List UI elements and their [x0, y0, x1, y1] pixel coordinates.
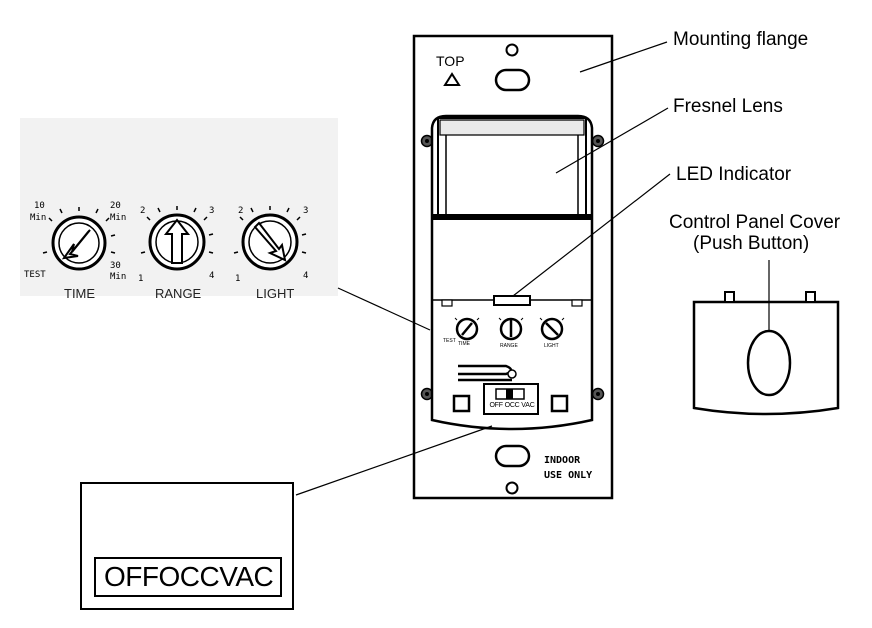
- time-tick-min-left: Min: [30, 213, 47, 223]
- device-dial-range: [499, 317, 523, 341]
- zoom-dial-light: [233, 206, 307, 271]
- leader-lines: [295, 41, 770, 496]
- zoom-range-label: RANGE: [155, 286, 202, 301]
- top-arrow-icon: [443, 72, 461, 86]
- range-tick-1: 1: [138, 274, 144, 284]
- sensor-body: [430, 114, 594, 431]
- range-tick-2: 2: [140, 206, 146, 216]
- switch-occ-label: OCC: [158, 561, 220, 592]
- mounting-screws: [420, 134, 605, 401]
- time-tick-min-bottom: Min: [110, 272, 127, 282]
- device-time-label: TIME: [458, 341, 470, 347]
- time-tick-20: 20: [110, 201, 121, 211]
- push-button-slot: [458, 364, 517, 382]
- control-panel-cover: [692, 291, 840, 416]
- zoom-dial-range: [140, 206, 214, 271]
- device-switch-area: [452, 383, 569, 415]
- light-tick-3: 3: [303, 206, 309, 216]
- led-indicator-label: LED Indicator: [676, 164, 792, 185]
- device-light-label: LIGHT: [544, 343, 559, 349]
- switch-zoom-panel: OFF OCC VAC: [80, 482, 294, 610]
- top-label: TOP: [436, 53, 465, 69]
- zoom-dial-time: [42, 207, 116, 271]
- device-dial-light: [540, 317, 564, 341]
- device-switch-positions: OFF OCC VAC: [489, 402, 535, 409]
- switch-position-labels: OFF OCC VAC: [94, 557, 282, 597]
- range-tick-4: 4: [209, 271, 215, 281]
- control-panel-cover-label: Control Panel Cover: [669, 212, 841, 233]
- time-tick-30: 30: [110, 261, 121, 271]
- mounting-flange-label: Mounting flange: [673, 29, 809, 50]
- device-test-label: TEST: [443, 338, 456, 344]
- push-button: [746, 329, 792, 397]
- push-button-label: (Push Button): [693, 233, 810, 254]
- zoom-light-label: LIGHT: [256, 286, 295, 301]
- light-tick-2: 2: [238, 206, 244, 216]
- device-dial-time: [455, 317, 479, 341]
- time-tick-min-right: Min: [110, 213, 127, 223]
- indoor-label-line1: INDOOR: [544, 455, 581, 466]
- switch-off-label: OFF: [104, 561, 159, 592]
- device-dials: [454, 317, 565, 341]
- fresnel-lens-label: Fresnel Lens: [673, 96, 783, 117]
- range-tick-3: 3: [209, 206, 215, 216]
- switch-vac-label: VAC: [219, 561, 274, 592]
- time-tick-test: TEST: [24, 270, 46, 280]
- time-tick-10: 10: [34, 201, 45, 211]
- indoor-label-line2: USE ONLY: [544, 470, 593, 481]
- zoom-time-label: TIME: [64, 286, 96, 301]
- led-indicator: [493, 295, 531, 306]
- device-range-label: RANGE: [500, 343, 518, 349]
- light-tick-1: 1: [235, 274, 241, 284]
- light-tick-4: 4: [303, 271, 309, 281]
